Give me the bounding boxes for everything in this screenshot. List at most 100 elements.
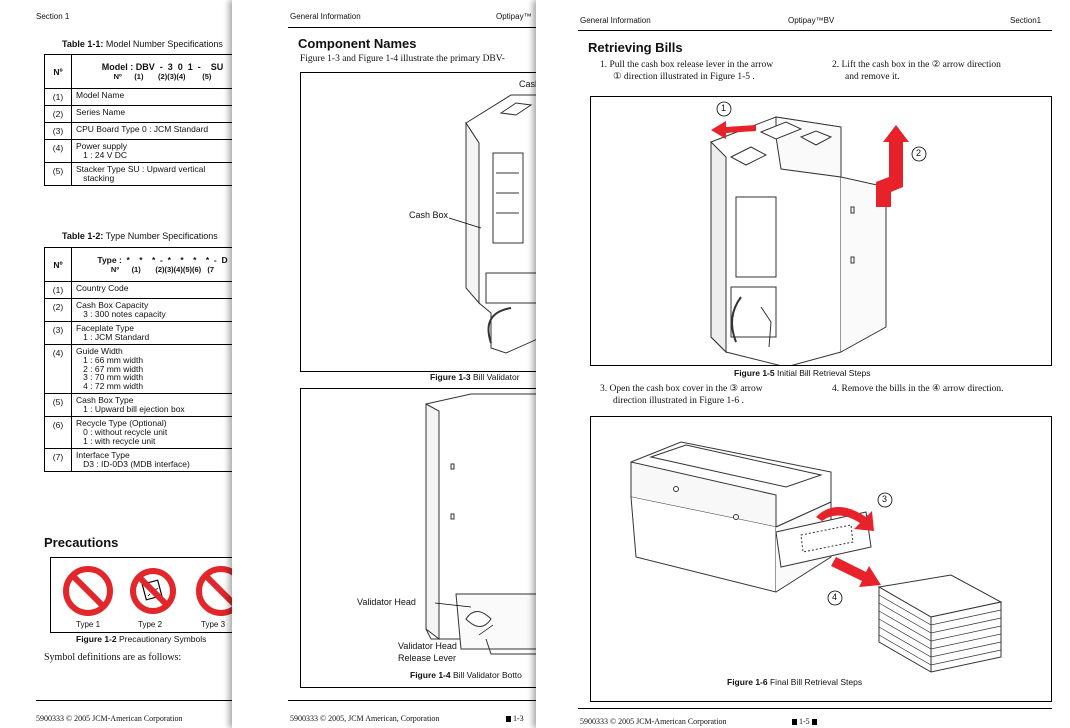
- page-number: 1-5: [792, 717, 817, 726]
- row-description: Series Name: [71, 105, 240, 123]
- component-names-heading: Component Names: [298, 36, 417, 51]
- row-description: Country Code: [71, 281, 240, 299]
- arrow-1-icon: [711, 121, 756, 139]
- figure-1-5-box: 1 2: [590, 96, 1052, 366]
- table-row: (7)Interface Type D3 : ID-0D3 (MDB inter…: [44, 447, 240, 472]
- row-description: Faceplate Type 1 : JCM Standard: [71, 320, 240, 345]
- label-release-lever-line1: Validator Head: [398, 641, 457, 651]
- figure-1-6-caption: Figure 1-6 Final Bill Retrieval Steps: [727, 677, 863, 687]
- page-footer: 5900333 © 2005, JCM American, Corporatio…: [290, 714, 440, 723]
- table-1-1-title: Table 1-1: Model Number Specifications: [62, 39, 223, 49]
- row-description: Model Name: [71, 88, 240, 106]
- table-header-no: Nº: [44, 247, 72, 282]
- step-1-text: 1. Pull the cash box release lever in th…: [600, 60, 774, 82]
- document-page-3: General Information Optipay™BV Section1 …: [536, 0, 1070, 728]
- symbol-label-type3: Type 3: [201, 620, 226, 629]
- no-disassemble-icon: [130, 568, 176, 614]
- step-3-text: 3. Open the cash box cover in the ③ arro…: [600, 384, 763, 406]
- row-number: (5): [44, 161, 72, 186]
- label-cash-box: Cash Box: [409, 210, 449, 220]
- table-row: (2)Cash Box Capacity 3 : 300 notes capac…: [44, 298, 240, 322]
- table-row: (2)Series Name: [44, 105, 240, 123]
- figure-1-3-box: Cash Cash Box: [300, 72, 542, 372]
- figure-1-6-box: 3 4 Figure 1-6 Final Bill Retrieval Step…: [590, 416, 1052, 702]
- page-footer: 5900333 © 2005 JCM-American Corporation: [580, 717, 727, 726]
- label-release-lever-line2: Release Lever: [398, 653, 457, 663]
- arrow-4-icon: [831, 557, 881, 587]
- row-number: (6): [44, 416, 72, 449]
- figure-1-5-caption: Figure 1-5 Initial Bill Retrieval Steps: [734, 368, 871, 378]
- row-number: (4): [44, 343, 72, 395]
- row-description: Recycle Type (Optional) 0 : without recy…: [71, 416, 240, 449]
- footer-rule: [578, 708, 1052, 709]
- page-header-title: General Information: [290, 12, 361, 21]
- row-description: Cash Box Type 1 : Upward bill ejection b…: [71, 393, 240, 418]
- arrow-2-icon: [876, 125, 909, 207]
- table-row: (3)CPU Board Type 0 : JCM Standard: [44, 122, 240, 140]
- row-number: (5): [44, 393, 72, 418]
- table-row: (3)Faceplate Type 1 : JCM Standard: [44, 320, 240, 345]
- row-number: (2): [44, 105, 72, 123]
- bills-stack-icon: [877, 574, 1003, 673]
- table-header-model: Model : DBV - 3 0 1 - SU Nº (1) (2)(3)(4…: [71, 54, 240, 89]
- row-number: (3): [44, 320, 72, 345]
- table-row: (1)Country Code: [44, 281, 240, 299]
- row-description: Stacker Type SU : Upward vertical stacki…: [71, 161, 240, 186]
- row-description: CPU Board Type 0 : JCM Standard: [71, 122, 240, 140]
- model-number-table: Nº Model : DBV - 3 0 1 - SU Nº (1) (2)(3…: [44, 54, 240, 186]
- row-description: Cash Box Capacity 3 : 300 notes capacity: [71, 298, 240, 322]
- table-header-no: Nº: [44, 54, 72, 89]
- footer-rule: [36, 700, 240, 701]
- marker-4-label: 4: [832, 592, 838, 602]
- footer-rule: [288, 700, 542, 701]
- prohibit-icon: [63, 566, 113, 616]
- row-description: Power supply 1 : 24 V DC: [71, 139, 240, 163]
- document-page-2: General Information Optipay™ Component N…: [232, 0, 542, 728]
- table-row: (6)Recycle Type (Optional) 0 : without r…: [44, 416, 240, 449]
- marker-2-label: 2: [916, 148, 922, 158]
- symbol-definitions-text: Symbol definitions are as follows:: [44, 652, 182, 663]
- row-description: Guide Width 1 : 66 mm width 2 : 67 mm wi…: [71, 343, 240, 395]
- header-rule: [578, 30, 1052, 31]
- label-validator-head: Validator Head: [357, 597, 416, 607]
- row-number: (1): [44, 88, 72, 106]
- bill-removal-drawing: [630, 441, 1003, 673]
- label-cash-top: Cash: [519, 79, 541, 89]
- page-header-title: General Information: [580, 16, 651, 25]
- figure-1-3-caption: Figure 1-3 Bill Validator: [430, 372, 520, 382]
- table-row: (1)Model Name: [44, 88, 240, 106]
- symbol-label-type1: Type 1: [76, 620, 101, 629]
- table-row: (4)Guide Width 1 : 66 mm width 2 : 67 mm…: [44, 343, 240, 395]
- hazard-icon-partial: [196, 566, 240, 616]
- table-row: (5)Cash Box Type 1 : Upward bill ejectio…: [44, 393, 240, 418]
- page-header-product: Optipay™BV: [788, 16, 835, 25]
- bill-validator-bottom-drawing: [425, 393, 542, 655]
- table-1-2-title: Table 1-2: Type Number Specifications: [62, 231, 218, 241]
- header-rule: [288, 27, 542, 28]
- figure-1-4-box: Validator Head Validator Head Release Le…: [300, 388, 542, 688]
- precautionary-symbols-figure: Type 1 Type 2 Type 3: [50, 557, 240, 633]
- bill-validator-drawing: [448, 94, 542, 354]
- row-number: (2): [44, 298, 72, 322]
- step-2-text: 2. Lift the cash box in the ② arrow dire…: [832, 60, 1001, 82]
- step-4-text: 4. Remove the bills in the ④ arrow direc…: [832, 384, 1004, 394]
- page-header-section: Section 1: [36, 12, 70, 21]
- symbol-label-type2: Type 2: [138, 620, 163, 629]
- marker-1-label: 1: [721, 103, 727, 113]
- marker-3-label: 3: [882, 494, 888, 504]
- page-footer: 5900333 © 2005 JCM-American Corporation: [36, 714, 183, 723]
- table-row: (4)Power supply 1 : 24 V DC: [44, 139, 240, 163]
- row-number: (3): [44, 122, 72, 140]
- figure-1-2-caption: Figure 1-2 Precautionary Symbols: [76, 634, 207, 644]
- page-header-section: Section1: [1010, 16, 1042, 25]
- page-header-product: Optipay™: [496, 12, 532, 21]
- row-number: (7): [44, 447, 72, 472]
- cash-box-removal-drawing: [710, 101, 927, 365]
- table-header-type: Type : * * * - * * * * - D Nº (1) (2)(3)…: [71, 247, 240, 282]
- table-row: (5)Stacker Type SU : Upward vertical sta…: [44, 161, 240, 186]
- arrow-3-icon: [816, 507, 874, 531]
- document-page-1: Section 1 Table 1-1: Model Number Specif…: [0, 0, 240, 728]
- row-number: (4): [44, 139, 72, 163]
- page-number: 1-3: [506, 714, 524, 723]
- retrieving-bills-heading: Retrieving Bills: [588, 40, 683, 55]
